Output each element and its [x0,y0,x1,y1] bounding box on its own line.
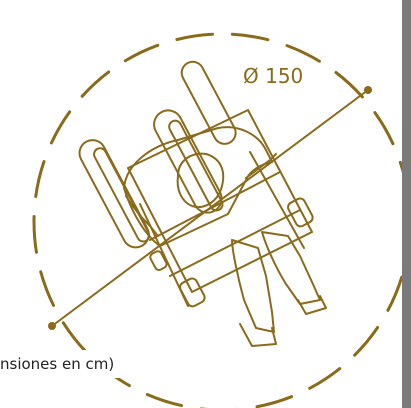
diameter-end-dot-left [48,322,56,330]
side-border-strip [402,0,411,408]
dimension-units-caption: nsiones en cm) [0,350,160,378]
torso [123,126,273,247]
left-leg [231,239,275,333]
left-rear-wheel [153,109,223,214]
head [176,152,225,208]
diameter-label: Ø 150 [243,64,304,88]
wheelchair-occupant-icon [78,60,327,347]
diameter-end-dot-right [364,86,372,94]
wheelchair-frame [127,109,313,293]
right-leg [261,231,321,305]
